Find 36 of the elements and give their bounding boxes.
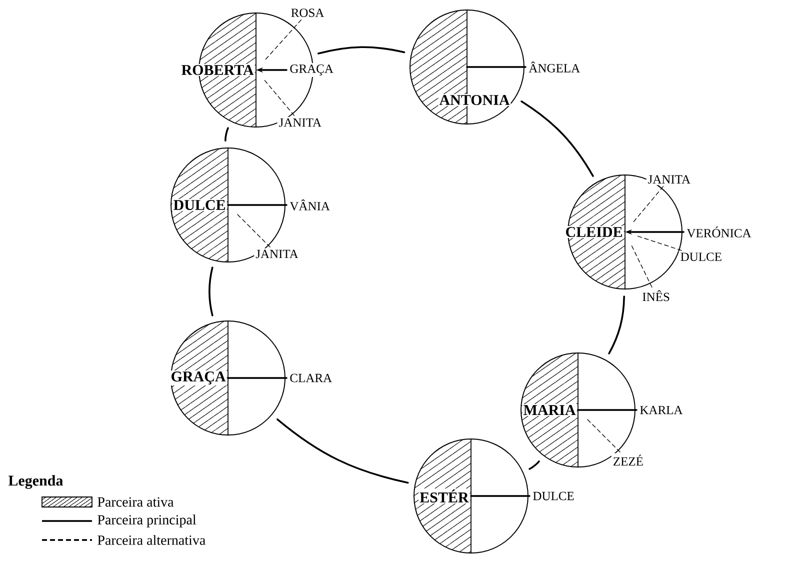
connector-line xyxy=(520,100,594,177)
name-label: DULCE xyxy=(172,198,227,212)
connector-line xyxy=(630,243,652,288)
name-label: ANTONIA xyxy=(438,94,511,106)
connector-line xyxy=(224,127,229,142)
legend-text: Parceira principal xyxy=(98,514,196,528)
name-label: MARIA xyxy=(522,404,577,416)
partner-name: INÊS xyxy=(640,288,672,303)
connector-line xyxy=(586,418,620,452)
connector-line xyxy=(608,296,626,354)
name-label: CLEIDE xyxy=(564,226,624,238)
partner-name: DULCE xyxy=(678,251,724,262)
partner-name: ÂNGELA xyxy=(527,60,582,74)
partner-name: ROSA xyxy=(289,7,326,18)
connector-line xyxy=(637,236,682,251)
connector-line xyxy=(276,418,409,484)
connector-line xyxy=(236,214,270,248)
connector-line xyxy=(528,460,540,470)
legend-text: Parceira ativa xyxy=(98,497,174,507)
partner-name: JANITA xyxy=(646,174,692,186)
partner-name: JANITA xyxy=(277,116,324,128)
connector-line xyxy=(317,46,406,54)
legend-text: Parceira alternativa xyxy=(98,535,206,545)
connector-line xyxy=(208,266,214,316)
partner-name: JANITA xyxy=(254,248,300,260)
legend-title: Legenda xyxy=(8,475,63,489)
partner-name: KARLA xyxy=(638,404,684,416)
partner-name: ZEZÉ xyxy=(611,453,645,468)
partner-name: VÂNIA xyxy=(288,198,332,212)
partner-name: GRAÇA xyxy=(288,63,335,77)
name-label: ESTÉR xyxy=(418,488,470,504)
name-label: ROBERTA xyxy=(180,64,255,76)
partner-name: CLARA xyxy=(288,372,334,384)
partner-name: DULCE xyxy=(531,490,576,502)
name-label: GRAÇA xyxy=(170,370,227,386)
partner-name: VERÓNICA xyxy=(685,225,753,239)
